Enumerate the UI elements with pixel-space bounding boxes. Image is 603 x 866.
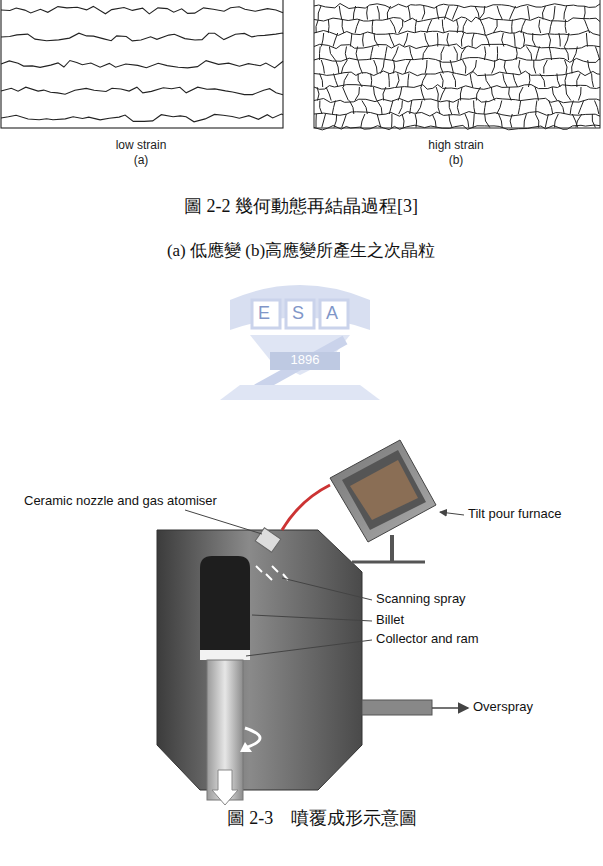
strain-label: low strain xyxy=(116,139,167,153)
part-label: Collector and ram xyxy=(376,632,479,647)
watermark-letter: S xyxy=(292,303,304,324)
figure-caption: 圖 2-3 噴覆成形示意圖 xyxy=(227,808,418,829)
watermark-year: 1896 xyxy=(291,353,320,368)
watermark-letter: A xyxy=(326,303,338,324)
panel-label: (a) xyxy=(134,154,149,168)
part-label: Tilt pour furnace xyxy=(468,507,561,522)
watermark-letter: E xyxy=(258,303,270,324)
low-strain-grains xyxy=(1,0,283,128)
strain-label: high strain xyxy=(428,139,483,153)
part-label: Billet xyxy=(376,613,404,628)
high-strain-grains xyxy=(314,0,600,130)
watermark-logo xyxy=(220,285,380,400)
part-label: Scanning spray xyxy=(376,592,466,607)
panel-label: (b) xyxy=(449,154,464,168)
part-label: Ceramic nozzle and gas atomiser xyxy=(24,494,217,509)
part-label: Overspray xyxy=(473,700,533,715)
figure-subcaption: (a) 低應變 (b)高應變所產生之次晶粒 xyxy=(167,241,435,261)
figure-caption: 圖 2-2 幾何動態再結晶過程[3] xyxy=(184,196,418,217)
